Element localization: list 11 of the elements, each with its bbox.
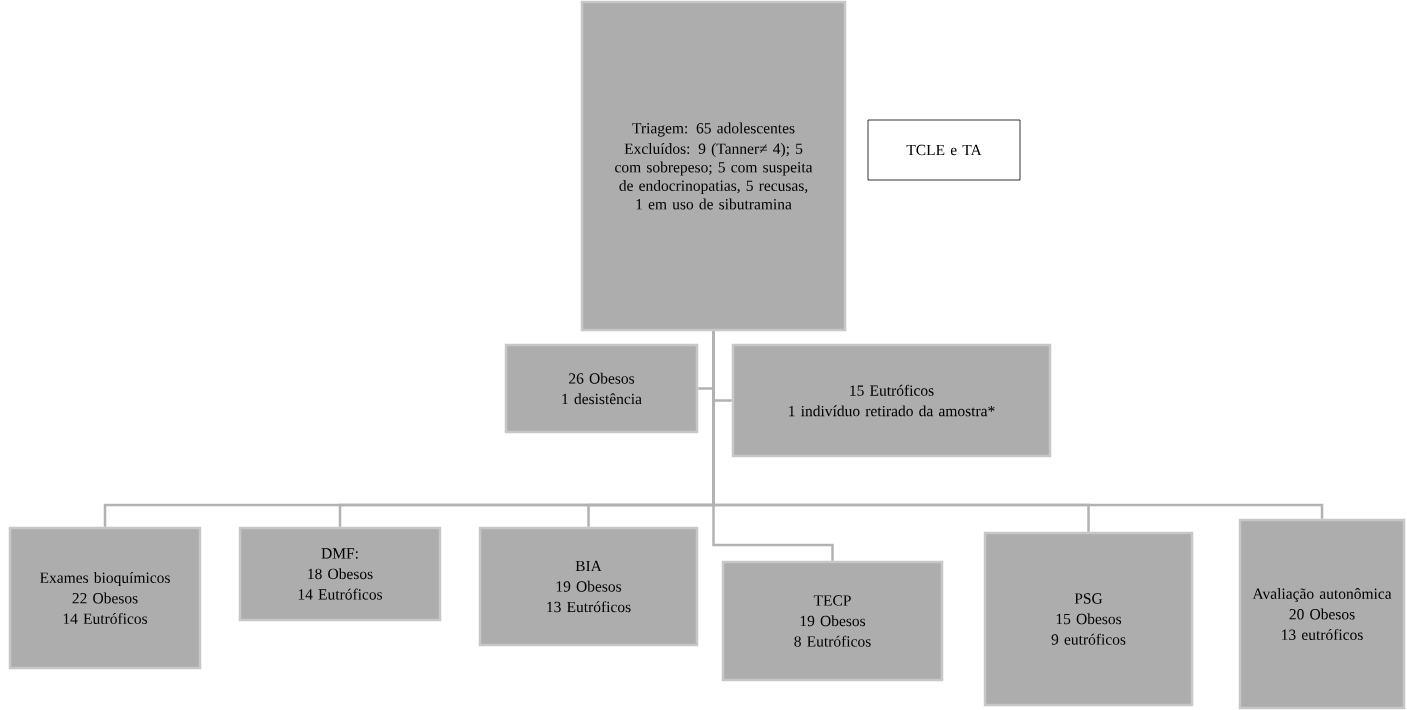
process-box: Exames bioquímicos 22 Obesos 14 Eutróficos: [8, 526, 202, 670]
process-box: 26 Obesos 1 desistência: [504, 343, 699, 434]
process-box: DMF: 18 Obesos 14 Eutróficos: [238, 526, 442, 622]
process-box: TECP 19 Obesos 8 Eutróficos: [721, 560, 944, 682]
connector-line: [712, 331, 1324, 519]
process-box: Triagem: 65 adolescentes Excluídos: 9 (Tanner≠ 4); 5 com sobrepeso; 5 com suspeita de endocrinopatias, 5 recusas, 1 em uso de sibutramina: [580, 0, 847, 332]
consent-box: TCLE e TA: [867, 119, 1021, 181]
process-box: PSG 15 Obesos 9 eutróficos: [983, 531, 1194, 707]
process-box: 15 Eutróficos 1 indivíduo retirado da amostra*: [731, 343, 1052, 458]
process-box: BIA 19 Obesos 13 Eutróficos: [478, 526, 699, 647]
process-box: Avaliação autonômica 20 Obesos 13 eutróficos: [1238, 518, 1406, 710]
